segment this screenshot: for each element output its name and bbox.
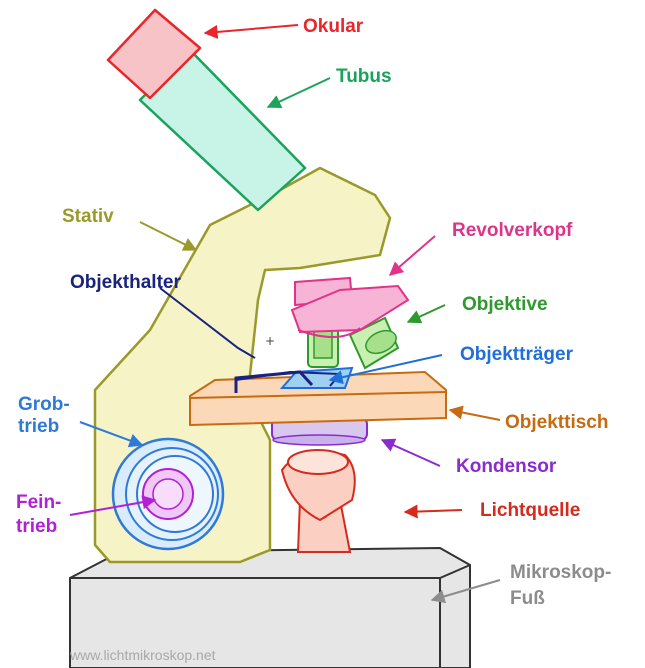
label-kondensor: Kondensor [456, 456, 557, 477]
label-okular: Okular [303, 16, 364, 37]
arrow-tubus [268, 78, 330, 107]
arrow-revolverkopf [390, 236, 435, 275]
label-objekttisch: Objekttisch [505, 412, 608, 433]
arrow-objektive [408, 305, 445, 322]
label-feintrieb-2: trieb [16, 516, 57, 537]
label-lichtquelle: Lichtquelle [480, 500, 580, 521]
arrow-okular [205, 25, 298, 33]
arrow-lichtquelle [405, 510, 462, 512]
label-feintrieb-1: Fein- [16, 492, 61, 513]
label-stativ: Stativ [62, 206, 114, 227]
label-objekthalter: Objekthalter [70, 272, 181, 293]
label-objektive: Objektive [462, 294, 548, 315]
label-revolverkopf: Revolverkopf [452, 220, 573, 241]
arrow-stativ [140, 222, 196, 250]
label-fuss-2: Fuß [510, 588, 545, 609]
fine-focus-knob [143, 469, 193, 519]
watermark: www.lichtmikroskop.net [69, 647, 216, 663]
light-source [282, 450, 355, 552]
crosshair-mark: + [265, 334, 275, 348]
nosepiece [292, 278, 408, 337]
label-tubus: Tubus [336, 66, 392, 87]
arrow-objekttisch [450, 410, 500, 420]
label-grobtrieb-2: trieb [18, 416, 59, 437]
label-grobtrieb-1: Grob- [18, 394, 70, 415]
label-fuss-1: Mikroskop- [510, 562, 611, 583]
label-objekttraeger: Objektträger [460, 344, 574, 365]
arrow-kondensor [382, 440, 440, 466]
